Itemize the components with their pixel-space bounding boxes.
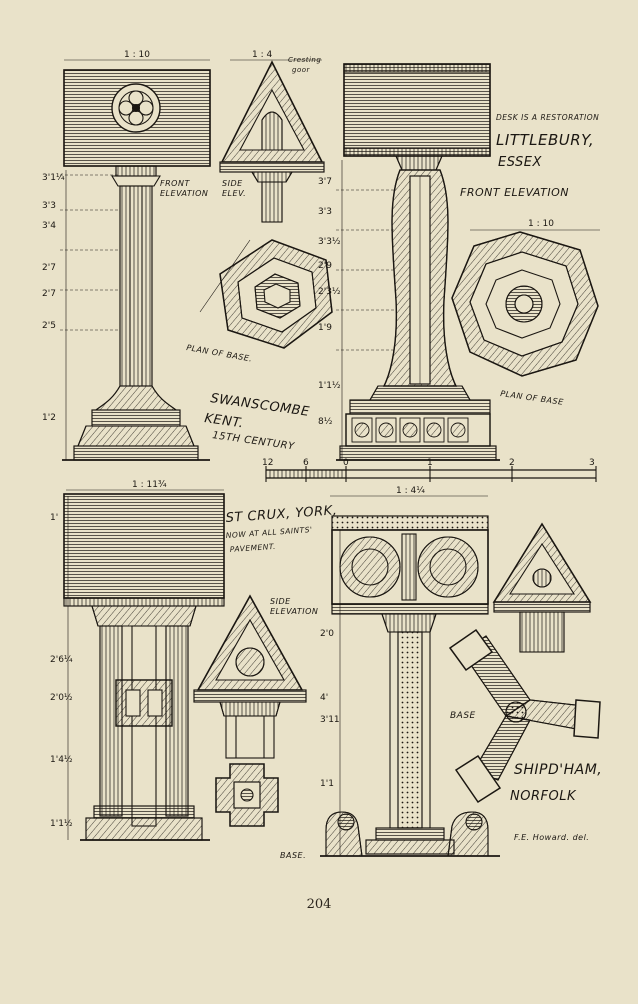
swanscombe-county: KENT. bbox=[203, 411, 244, 431]
shipdham-county: NORFOLK bbox=[510, 789, 577, 804]
page-number: 204 bbox=[306, 897, 332, 912]
shipdham-base-label: BASE bbox=[450, 711, 476, 721]
st-crux-dim-3: 2'0½ bbox=[50, 693, 73, 703]
scale-bar bbox=[265, 466, 597, 482]
st-crux-base-label: BASE. bbox=[280, 851, 306, 860]
swanscombe-dim-1: 3'1¼ bbox=[42, 173, 65, 183]
swanscombe-dim-3: 3'4 bbox=[42, 221, 56, 231]
shipdham-dim-2: 4' bbox=[320, 693, 328, 703]
littlebury-dim-3: 3'3½ bbox=[318, 237, 341, 247]
littlebury-dim-8: 8½ bbox=[318, 417, 333, 427]
littlebury-dim-1: 3'7 bbox=[318, 177, 332, 187]
shipdham-base-plan bbox=[448, 628, 601, 804]
littlebury-title: LITTLEBURY, bbox=[496, 131, 594, 149]
littlebury-county: ESSEX bbox=[498, 155, 542, 170]
swanscombe-side-elevation bbox=[219, 59, 325, 223]
littlebury-dim-2: 3'3 bbox=[318, 207, 332, 217]
swanscombe-front-elevation bbox=[60, 59, 211, 461]
st-crux-side-label-2: ELEVATION bbox=[270, 607, 318, 616]
shipdham-top-dimension: 1 : 4¼ bbox=[396, 486, 425, 496]
swanscombe-dim-2: 3'3 bbox=[42, 201, 56, 211]
lion-right bbox=[447, 811, 489, 857]
swanscombe-dim-5: 2'7 bbox=[42, 289, 56, 299]
littlebury-dim-7: 1'1½ bbox=[318, 381, 341, 391]
shipdham-signature: F.E. Howard. del. bbox=[514, 833, 589, 842]
lion-left bbox=[325, 811, 363, 857]
swanscombe-front-label-2: ELEVATION bbox=[160, 189, 208, 198]
swanscombe-crest-dimension: 1 : 4 bbox=[252, 50, 272, 60]
swanscombe-dim-6: 2'5 bbox=[42, 321, 56, 331]
swanscombe-plan-label: PLAN OF BASE. bbox=[186, 343, 253, 363]
swanscombe-front-label: FRONT bbox=[160, 179, 190, 188]
shipdham-front-elevation bbox=[320, 495, 500, 857]
littlebury-front-label: FRONT ELEVATION bbox=[460, 186, 569, 199]
littlebury-front-elevation bbox=[336, 63, 500, 461]
st-crux-front-elevation bbox=[63, 489, 225, 841]
littlebury-dim-5: 2'3½ bbox=[318, 287, 341, 297]
scale-label-2: 2 bbox=[509, 458, 515, 468]
st-crux-dim-1: 1' bbox=[50, 513, 58, 523]
swanscombe-plan-of-base bbox=[199, 239, 333, 349]
st-crux-side-elevation bbox=[193, 594, 307, 759]
st-crux-note: NOW AT ALL SAINTS' bbox=[226, 525, 313, 540]
swanscombe-date: 15TH CENTURY bbox=[212, 430, 296, 452]
scale-label-0: 0 bbox=[343, 458, 349, 468]
shipdham-dim-3: 3'11 bbox=[320, 715, 340, 725]
scale-label-12: 12 bbox=[262, 458, 273, 468]
scale-label-6: 6 bbox=[303, 458, 309, 468]
littlebury-plan-dimension: 1 : 10 bbox=[528, 219, 554, 229]
swanscombe-cresting-note-2: goor bbox=[292, 66, 311, 74]
st-crux-dim-4: 1'4½ bbox=[50, 755, 73, 765]
littlebury-dim-6: 1'9 bbox=[318, 323, 332, 333]
st-crux-top-dimension: 1 : 11¾ bbox=[132, 480, 167, 490]
littlebury-note: DESK IS A RESTORATION bbox=[496, 113, 599, 122]
swanscombe-top-dimension: 1 : 10 bbox=[124, 50, 150, 60]
scale-label-3: 3 bbox=[589, 458, 595, 468]
littlebury-plan-label: PLAN OF BASE bbox=[500, 389, 565, 407]
st-crux-base-plan bbox=[215, 763, 279, 827]
littlebury-plan-of-base bbox=[451, 229, 600, 377]
littlebury-dim-4: 2'9 bbox=[318, 261, 332, 271]
st-crux-title: ST CRUX, YORK, bbox=[225, 503, 338, 526]
st-crux-note-2: PAVEMENT. bbox=[230, 542, 277, 554]
shipdham-dim-1: 2'0 bbox=[320, 629, 334, 639]
shipdham-title: SHIPD'HAM, bbox=[514, 762, 602, 778]
swanscombe-side-label: SIDE bbox=[222, 179, 243, 188]
shipdham-dim-4: 1'1 bbox=[320, 779, 334, 789]
swanscombe-dim-7: 1'2 bbox=[42, 413, 56, 423]
swanscombe-dim-4: 2'7 bbox=[42, 263, 56, 273]
shipdham-side-elevation bbox=[492, 522, 592, 653]
st-crux-side-label: SIDE bbox=[270, 597, 291, 606]
swanscombe-cresting-note: Cresting bbox=[288, 56, 321, 64]
scale-label-1: 1 bbox=[427, 458, 433, 468]
st-crux-dim-2: 2'6¼ bbox=[50, 655, 73, 665]
swanscombe-side-label-2: ELEV. bbox=[222, 189, 246, 198]
st-crux-dim-5: 1'1½ bbox=[50, 819, 73, 829]
